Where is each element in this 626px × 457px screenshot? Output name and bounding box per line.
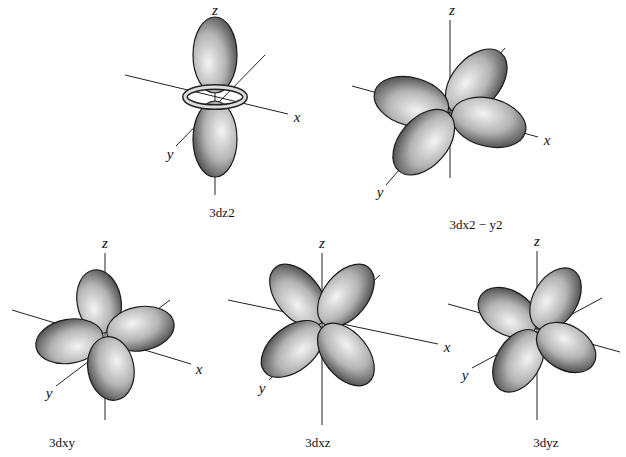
axis-label: z: [102, 236, 108, 251]
axis-label: x: [294, 110, 301, 125]
axis-label: z: [534, 234, 540, 249]
orbital-name: 3dyz: [533, 436, 558, 449]
axis-label: x: [196, 362, 203, 377]
axis-label: x: [544, 133, 551, 148]
axis-label: z: [319, 236, 325, 251]
orbital-name: 3dz2: [209, 206, 234, 219]
axis-label: y: [462, 368, 469, 383]
orbital-name: 3dxz: [305, 436, 330, 449]
orbital-name: 3dx2 − y2: [450, 218, 503, 231]
axis-label: y: [259, 381, 266, 396]
axis-label: y: [167, 147, 174, 162]
axis-label: y: [377, 185, 384, 200]
axis-label: y: [46, 386, 53, 401]
axis-label: z: [449, 3, 455, 18]
axis-label: z: [212, 3, 218, 18]
axis-label: x: [444, 340, 451, 355]
orbital-name: 3dxy: [49, 436, 75, 449]
